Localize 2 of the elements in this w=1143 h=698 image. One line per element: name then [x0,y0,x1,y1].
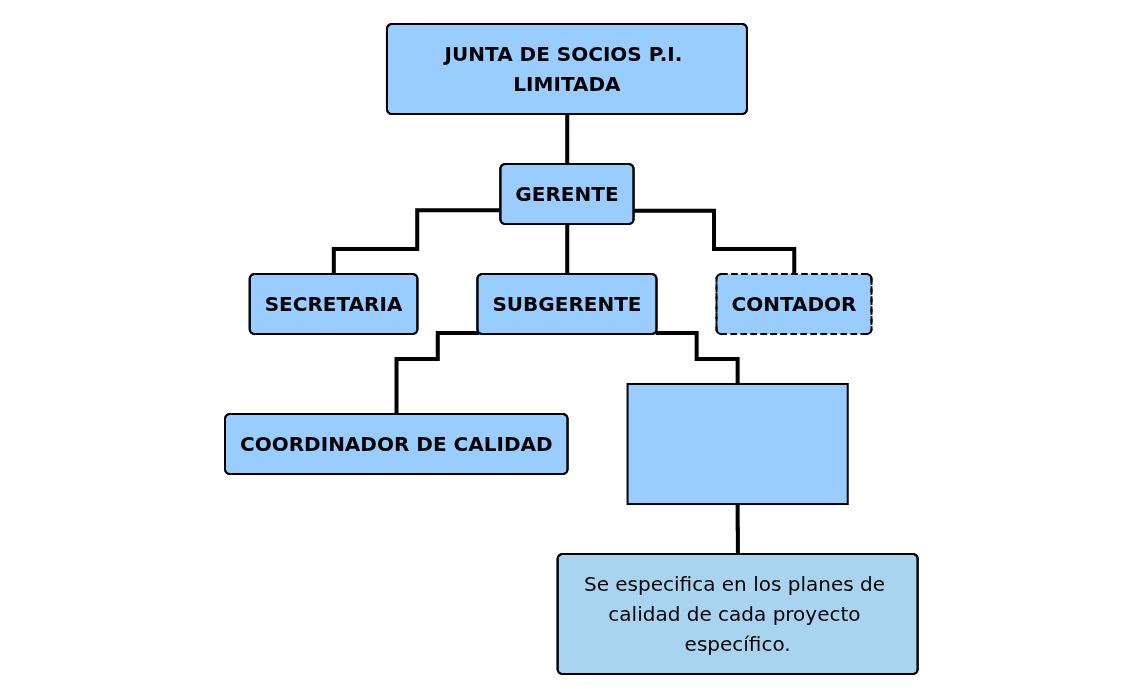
node-box [626,383,849,505]
connector [655,330,740,386]
